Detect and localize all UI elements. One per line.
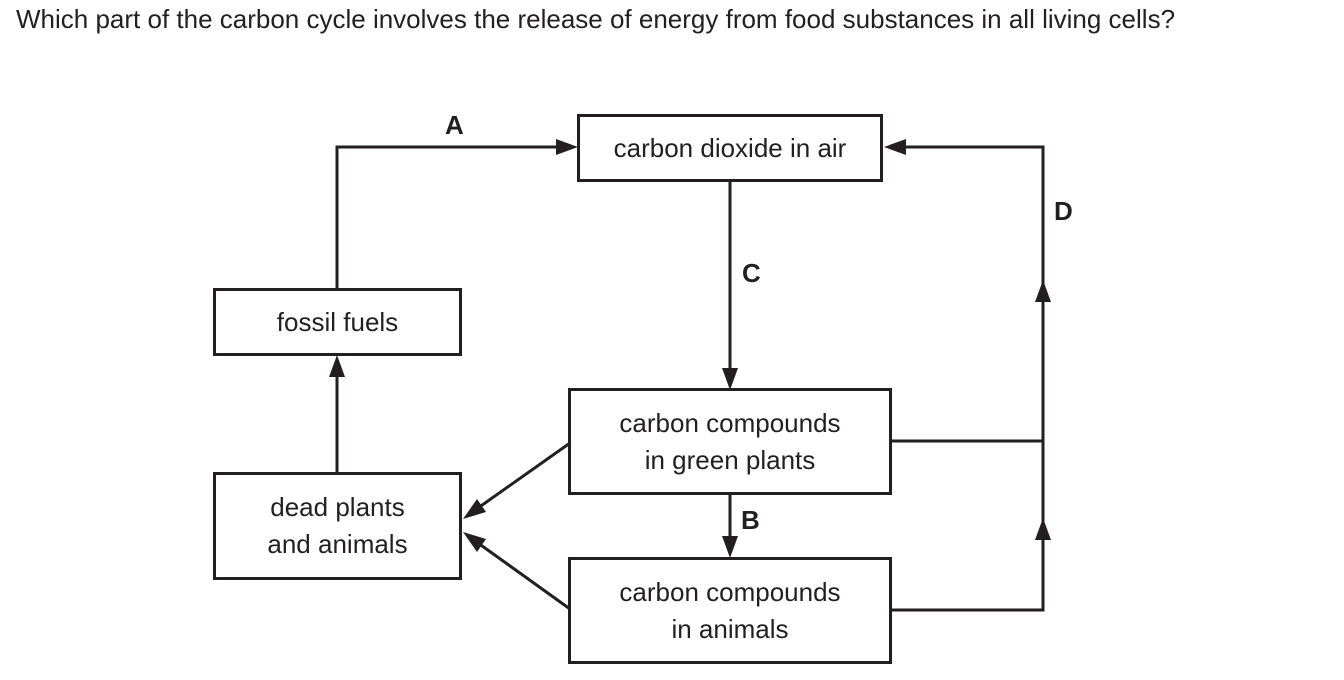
arrow-d-line-2 (890, 145, 1045, 612)
box-dead-plants-animals-text: dead plants and animals (267, 492, 408, 559)
arrow-dead-to-fossil-head (329, 355, 345, 377)
arrow-animals-to-dead-line (477, 541, 571, 611)
box-animals: carbon compounds in animals (568, 557, 892, 664)
arrow-d-head-low (1035, 518, 1051, 540)
question-text: Which part of the carbon cycle involves … (16, 4, 1176, 34)
arrow-c-head (722, 368, 738, 390)
arrow-d-head-top (884, 139, 906, 155)
label-b: B (741, 505, 760, 535)
arrow-d-head-mid (1035, 280, 1051, 302)
arrow-a-line (335, 145, 560, 290)
box-fossil-fuels: fossil fuels (213, 288, 462, 356)
arrow-a-head (556, 139, 578, 155)
label-d: D (1054, 196, 1073, 226)
box-green-plants-text: carbon compounds in green plants (619, 407, 841, 475)
box-carbon-dioxide-in-air-text: carbon dioxide in air (613, 132, 847, 163)
label-a: A (445, 110, 464, 140)
label-c: C (742, 258, 761, 288)
arrow-animals-to-dead-head (463, 532, 486, 552)
box-dead-plants-animals: dead plants and animals (213, 472, 462, 580)
box-fossil-fuels-text: fossil fuels (276, 306, 399, 337)
box-green-plants: carbon compounds in green plants (568, 388, 892, 495)
arrow-plants-to-dead-head (463, 499, 486, 519)
arrow-plants-to-dead-line (477, 441, 571, 510)
box-animals-text: carbon compounds in animals (619, 576, 841, 644)
arrow-b-head (722, 536, 738, 558)
box-carbon-dioxide-in-air: carbon dioxide in air (577, 114, 883, 182)
